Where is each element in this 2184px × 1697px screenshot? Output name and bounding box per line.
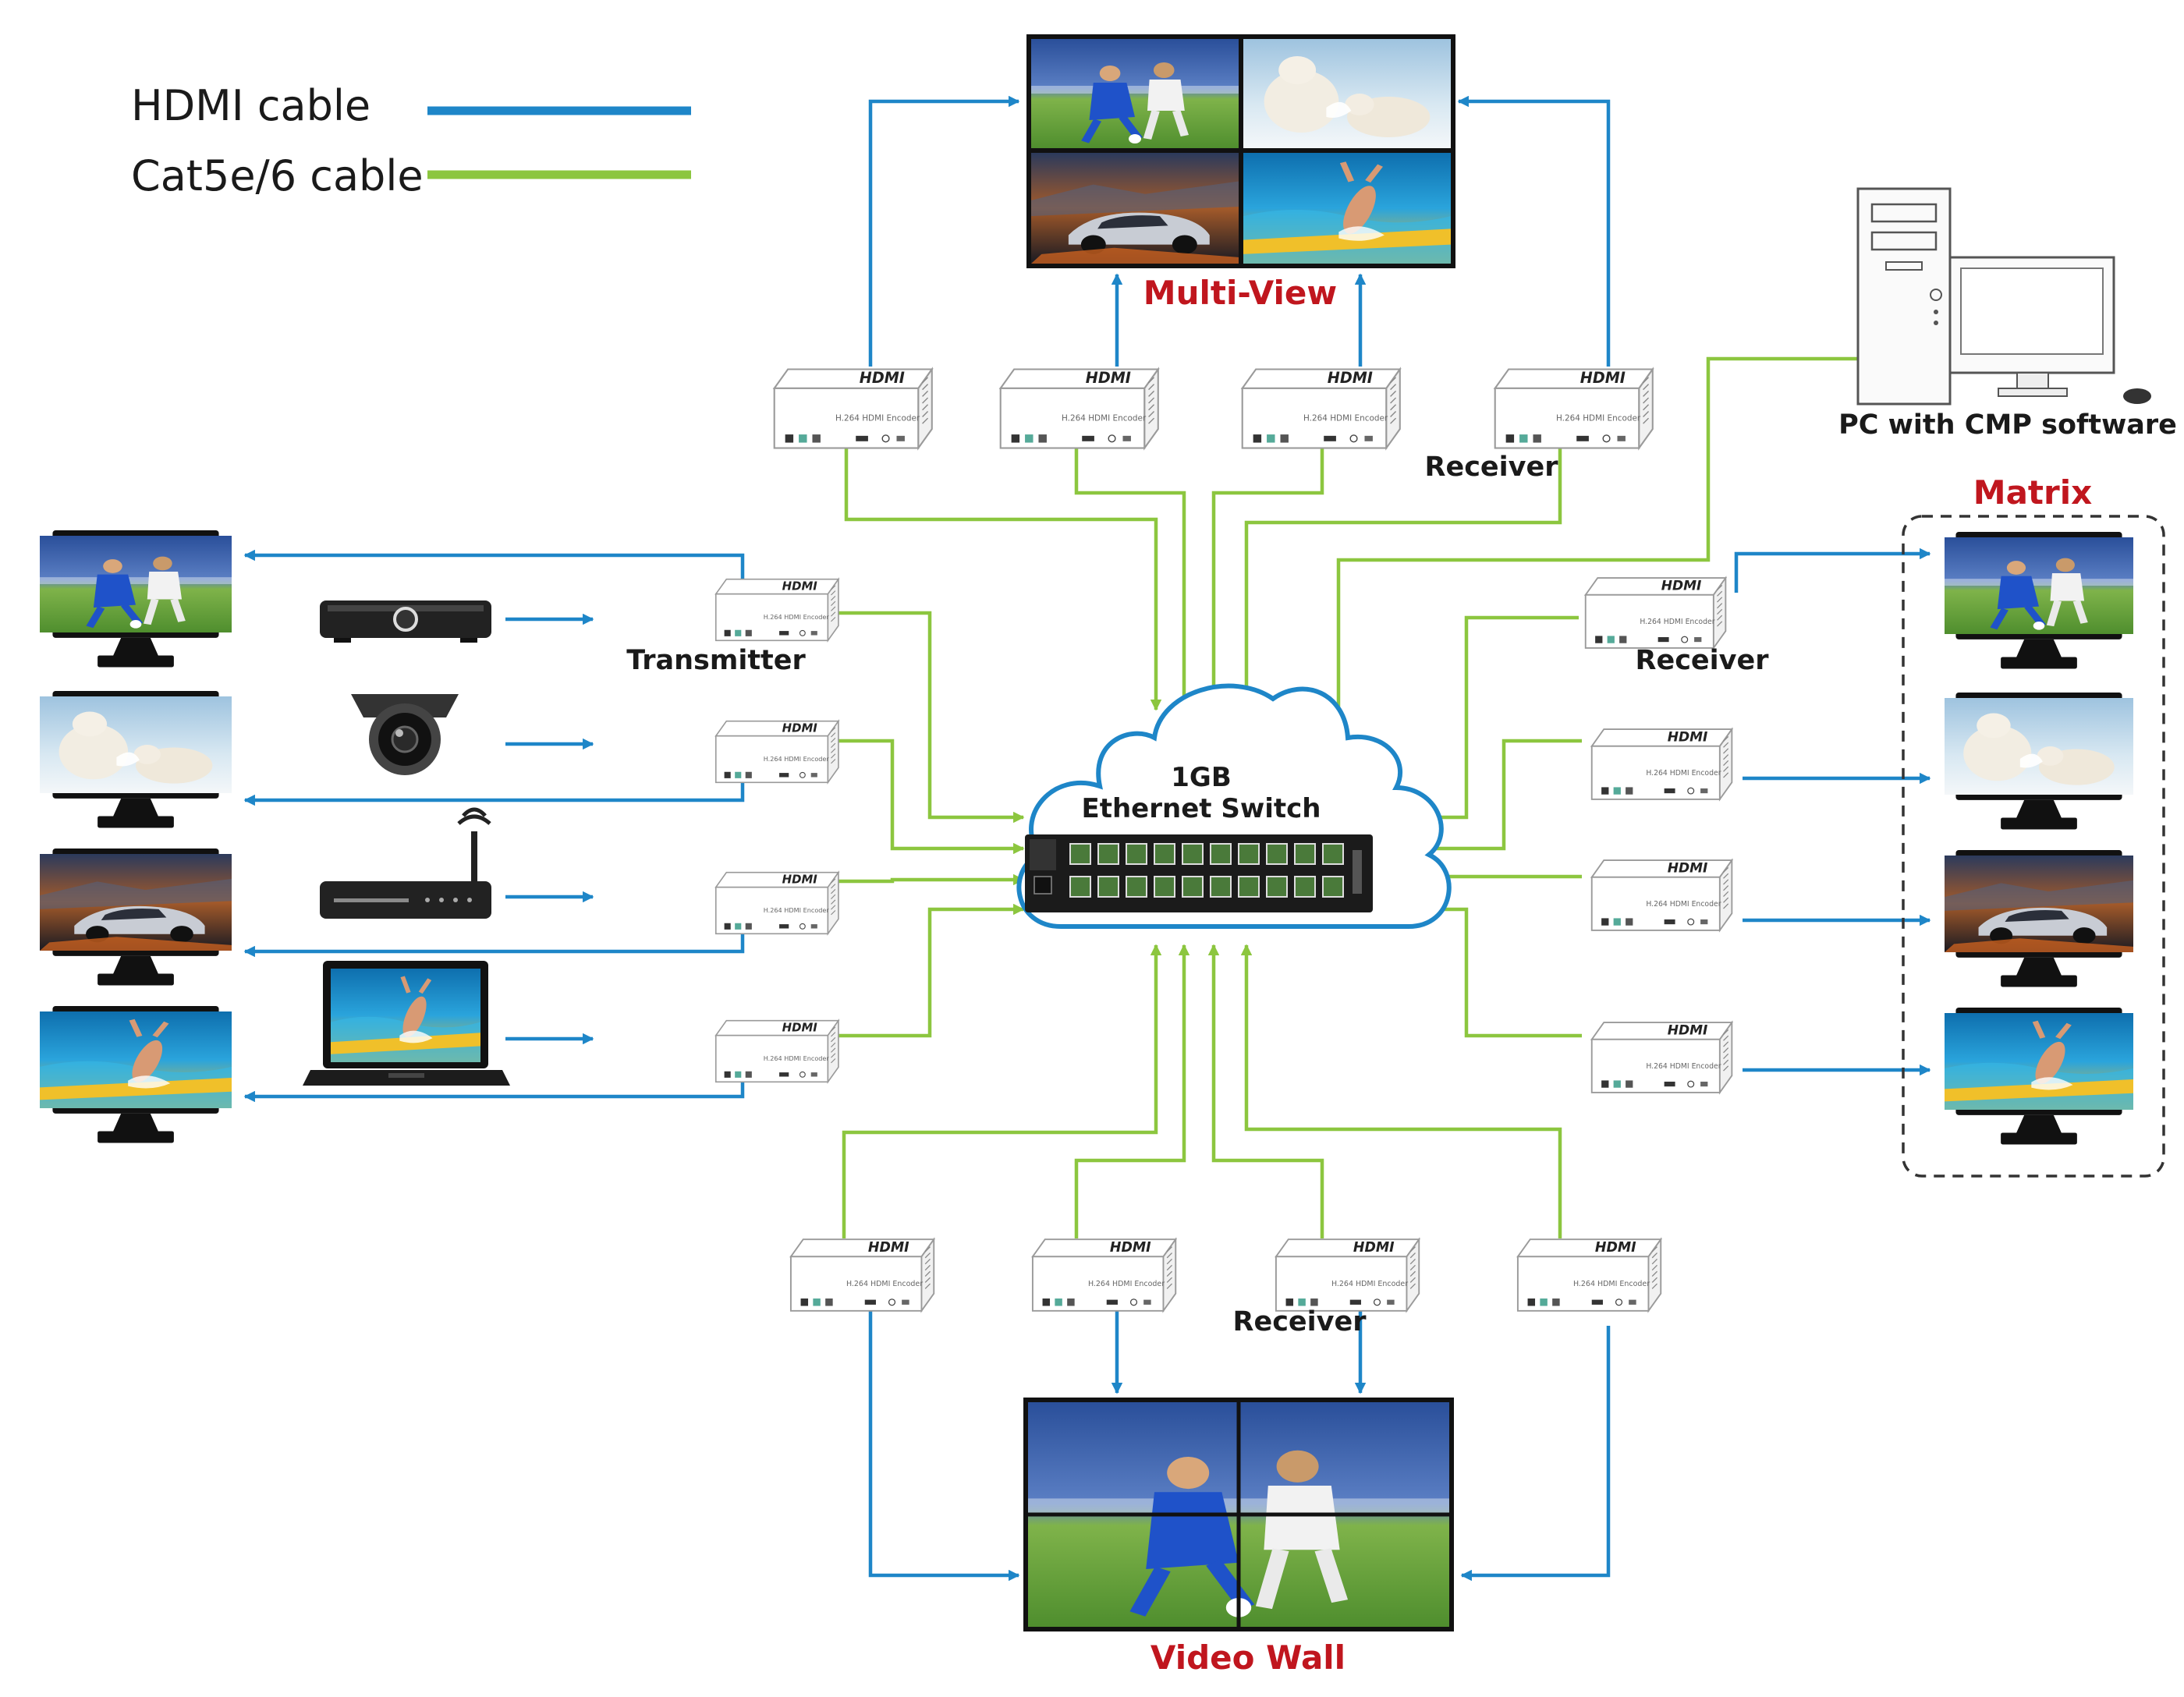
pc-monitor-icon — [1948, 256, 2115, 397]
receiver-box — [1241, 367, 1401, 449]
transmitter-box — [714, 578, 839, 642]
laptop-icon — [303, 961, 510, 1086]
video-wall-label: Video Wall — [1150, 1639, 1346, 1677]
transmitter-box — [714, 871, 839, 935]
receiver-box — [1031, 1238, 1177, 1312]
set-top-box-icon — [320, 601, 491, 643]
ethernet-switch-cloud: 1GB Ethernet Switch — [1016, 683, 1452, 929]
left-transmitters: Transmitter — [626, 578, 839, 1083]
switch-label-line2: Ethernet Switch — [1081, 793, 1321, 824]
legend-cat-label: Cat5e/6 cable — [131, 151, 424, 200]
security-camera-icon — [351, 694, 459, 775]
top-receivers: Receiver — [773, 367, 1654, 483]
receiver-box — [999, 367, 1159, 449]
pc-label: PC with CMP software — [1838, 409, 2177, 441]
hdmi-cables — [243, 95, 1931, 1582]
video-wall-display: Video Wall — [1023, 1398, 1454, 1677]
receiver-box — [1590, 728, 1733, 800]
switch-chassis — [1025, 834, 1373, 912]
receiver-box — [1590, 1022, 1733, 1093]
matrix-monitor — [1945, 532, 2133, 669]
matrix-monitor — [1945, 850, 2133, 987]
local-monitor — [40, 691, 232, 828]
receiver-box — [1590, 859, 1733, 931]
transmitter-box — [714, 1019, 839, 1083]
matrix-monitor — [1945, 693, 2133, 830]
pc-workstation: PC with CMP software — [1838, 187, 2177, 441]
matrix-monitor — [1945, 1008, 2133, 1145]
multi-view-label: Multi-View — [1143, 274, 1337, 312]
local-monitor — [40, 1006, 232, 1143]
pc-tower-icon — [1856, 187, 1952, 406]
receiver-box — [1494, 367, 1654, 449]
legend: HDMI cable Cat5e/6 cable — [131, 81, 691, 200]
local-monitors — [40, 530, 232, 1143]
receiver-box — [789, 1238, 935, 1312]
local-monitor — [40, 530, 232, 668]
multi-view-display: Multi-View — [1026, 34, 1455, 312]
matrix-label: Matrix — [1973, 473, 2092, 512]
wifi-router-icon — [320, 807, 491, 919]
right-receivers: Receiver — [1584, 577, 1770, 1093]
matrix-group: Matrix — [1902, 473, 2165, 1178]
transmitter-box — [714, 720, 839, 784]
receiver-box — [1275, 1238, 1420, 1312]
bottom-receivers: Receiver — [789, 1238, 1662, 1337]
receiver-label: Receiver — [1636, 645, 1770, 676]
switch-label-line1: 1GB — [1171, 762, 1231, 793]
receiver-box — [773, 367, 933, 449]
mouse-icon — [2123, 388, 2151, 404]
transmitter-label: Transmitter — [626, 645, 806, 676]
receiver-label: Receiver — [1233, 1306, 1367, 1337]
receiver-label: Receiver — [1425, 452, 1559, 483]
receiver-box — [1584, 577, 1727, 649]
local-monitor — [40, 848, 232, 986]
receiver-box — [1516, 1238, 1662, 1312]
legend-hdmi-label: HDMI cable — [131, 81, 370, 130]
